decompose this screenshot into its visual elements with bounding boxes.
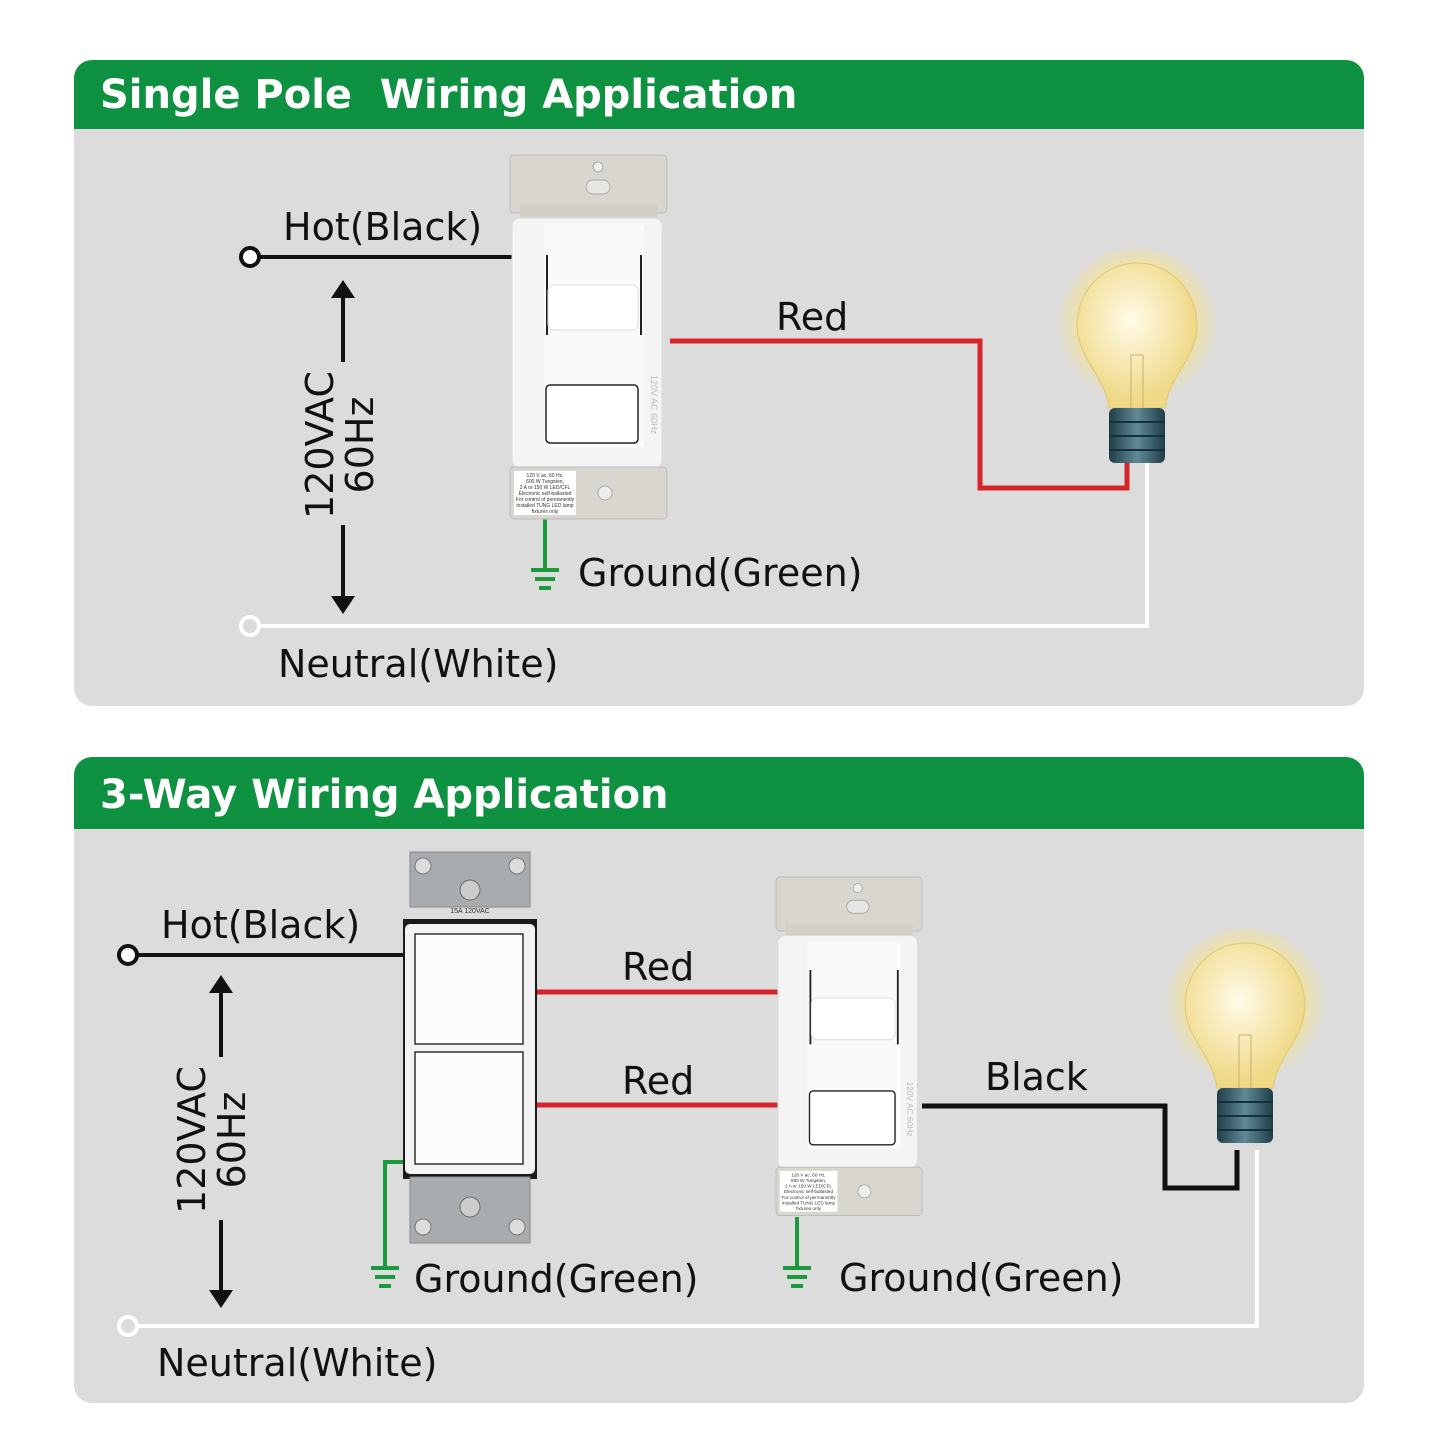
svg-text:Electronic self-ballasted: Electronic self-ballasted <box>784 1189 833 1194</box>
red-label-2: Red <box>622 1059 694 1103</box>
ground-icon <box>531 568 559 590</box>
neutral-wire <box>136 1150 1259 1328</box>
neutral-terminal <box>239 615 261 637</box>
ground-icon <box>371 1266 399 1288</box>
double-rocker-switch: 15A 120VAC <box>403 851 537 1244</box>
single-pole-panel: Single Pole Wiring Application 120VAC 60… <box>74 60 1364 706</box>
hot-label: Hot(Black) <box>161 903 360 947</box>
dimmer-switch: 120V AC 60Hz 120 V ac, 60 Hz, 600 W Tung… <box>775 876 923 1216</box>
red-wire <box>670 338 1130 491</box>
frequency-label: 60Hz <box>210 1092 254 1189</box>
dimmer-switch: 120V AC 60Hz 120 V ac, 60 Hz, 600 W Tung… <box>509 154 668 520</box>
panel-title: Single Pole Wiring Application <box>100 72 797 118</box>
voltage-label: 120VAC <box>170 1066 214 1214</box>
panel-background <box>74 60 1364 706</box>
neutral-label: Neutral(White) <box>278 642 558 686</box>
black-label: Black <box>985 1055 1088 1099</box>
ground-wire-1 <box>383 1160 404 1266</box>
svg-text:For control of permanently: For control of permanently <box>516 497 575 503</box>
panel-header <box>74 60 1364 129</box>
panel-header <box>74 757 1364 829</box>
neutral-wire <box>258 462 1149 628</box>
panel-title: 3-Way Wiring Application <box>100 772 669 818</box>
ground-icon <box>783 1266 811 1288</box>
double-arrow <box>331 280 355 614</box>
switch-rating: 15A 120VAC <box>450 908 490 915</box>
dimmer-side-text: 120V AC 60Hz <box>649 375 659 435</box>
light-bulb-icon <box>1163 928 1327 1143</box>
dimmer-side-text: 120V AC 60Hz <box>905 1082 915 1137</box>
voltage-label: 120VAC <box>298 371 342 519</box>
svg-text:120 V ac, 60 Hz,: 120 V ac, 60 Hz, <box>791 1172 825 1177</box>
frequency-label: 60Hz <box>338 397 382 494</box>
svg-text:2 A or 150 W LED/CFL: 2 A or 150 W LED/CFL <box>520 485 571 491</box>
svg-text:fixtures only: fixtures only <box>796 1206 821 1211</box>
hot-terminal <box>239 246 261 268</box>
red-label: Red <box>776 295 848 339</box>
svg-text:600 W Tungsten,: 600 W Tungsten, <box>791 1178 826 1183</box>
panel-background <box>74 757 1364 1403</box>
svg-text:2 A or 150 W LED/CFL: 2 A or 150 W LED/CFL <box>785 1184 832 1189</box>
light-bulb-icon <box>1055 248 1219 463</box>
red-label-1: Red <box>622 945 694 989</box>
ground-label: Ground(Green) <box>578 551 863 595</box>
double-arrow <box>209 975 233 1308</box>
neutral-terminal <box>117 1315 139 1337</box>
svg-text:120 V ac, 60 Hz,: 120 V ac, 60 Hz, <box>527 473 564 479</box>
svg-text:Electronic self-ballasted: Electronic self-ballasted <box>519 491 572 497</box>
svg-text:fixtures only: fixtures only <box>532 509 559 515</box>
three-way-panel: 3-Way Wiring Application 120VAC 60Hz Hot… <box>74 757 1364 1403</box>
svg-text:installed TUNG LED lamp: installed TUNG LED lamp <box>516 503 573 509</box>
black-wire <box>922 1103 1240 1191</box>
hot-terminal <box>117 944 139 966</box>
neutral-label: Neutral(White) <box>157 1341 437 1385</box>
svg-text:installed TUNG LED lamp: installed TUNG LED lamp <box>782 1200 835 1205</box>
svg-text:For control of permanently: For control of permanently <box>781 1195 836 1200</box>
hot-label: Hot(Black) <box>283 205 482 249</box>
svg-text:600 W Tungsten,: 600 W Tungsten, <box>526 479 564 485</box>
ground-label-2: Ground(Green) <box>839 1256 1124 1300</box>
ground-label-1: Ground(Green) <box>414 1257 699 1301</box>
